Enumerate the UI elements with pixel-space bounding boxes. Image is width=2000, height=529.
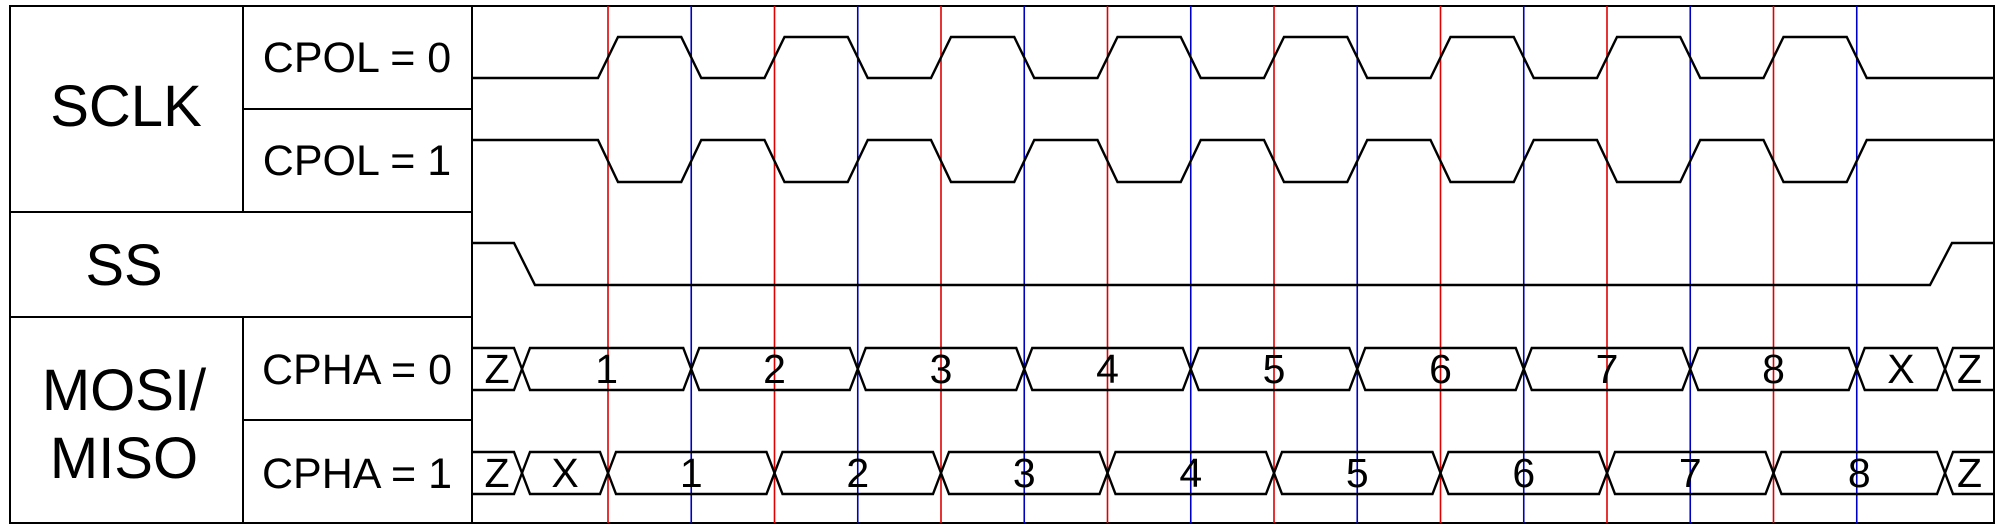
ss-label: SS: [85, 233, 162, 298]
cpha1-label: CPHA = 1: [262, 450, 452, 498]
bus-cell-label: 4: [1096, 346, 1119, 392]
row-labels: SCLK CPOL = 0 CPOL = 1 SS MOSI/ MISO CPH…: [42, 34, 452, 498]
edge-markers: [607, 6, 1858, 523]
bus-cell: [1943, 346, 1994, 392]
mosi-miso-label-line2: MISO: [50, 426, 198, 491]
bus-cell-label: 6: [1429, 346, 1452, 392]
bus-cell-label: 5: [1263, 346, 1286, 392]
bus-cell-label: 1: [680, 450, 703, 496]
bus-cell-label: X: [1887, 346, 1914, 392]
sclk-cpol0-waveform: [472, 35, 1994, 80]
cpha0-label: CPHA = 0: [262, 346, 452, 394]
sclk-cpol1-waveform: [472, 138, 1994, 184]
bus-cell-label: X: [551, 450, 578, 496]
bus-cell-label: Z: [484, 450, 509, 496]
bus-cell-label: 3: [930, 346, 953, 392]
label-table: [9, 5, 1995, 524]
bus-cell-label: 8: [1762, 346, 1785, 392]
bus-cell-label: Z: [484, 346, 509, 392]
cpol1-label: CPOL = 1: [263, 137, 451, 185]
bus-cell-label: 4: [1179, 450, 1202, 496]
waveforms: [472, 35, 1994, 287]
cpol0-label: CPOL = 0: [263, 34, 451, 82]
bus-cell-label: 2: [846, 450, 869, 496]
sclk-label: SCLK: [50, 74, 202, 139]
bus-cell-label: 5: [1346, 450, 1369, 496]
bus-cell-label: 8: [1848, 450, 1871, 496]
outer-border: [9, 5, 1995, 524]
bus-cell-label: 7: [1679, 450, 1702, 496]
ss-waveform: [472, 241, 1994, 287]
bus-cell-label: 6: [1512, 450, 1535, 496]
bus-cell-label: 2: [763, 346, 786, 392]
bus-cell: [1943, 450, 1994, 496]
bus-cell-label: 3: [1013, 450, 1036, 496]
bus-cell-label: 1: [595, 346, 618, 392]
bus-cell-label: Z: [1957, 450, 1982, 496]
bus-cell-label: 7: [1596, 346, 1619, 392]
bus-cell-label: Z: [1957, 346, 1982, 392]
mosi-miso-label-line1: MOSI/: [42, 358, 207, 423]
